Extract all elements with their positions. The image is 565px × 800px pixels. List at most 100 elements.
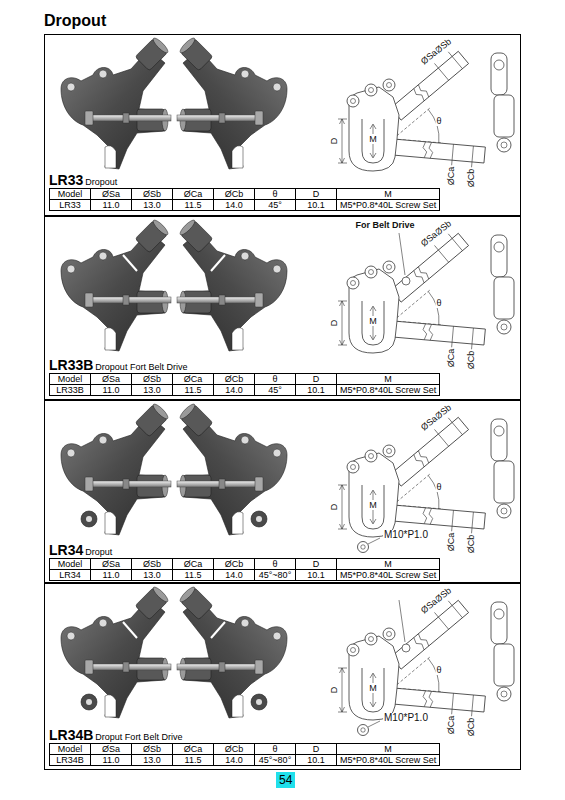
lug-hole bbox=[241, 70, 249, 78]
lug-hole bbox=[387, 632, 392, 637]
table-cell: 14.0 bbox=[214, 385, 255, 396]
adjust-screw bbox=[91, 297, 171, 303]
dimension-label: ØCb bbox=[466, 717, 476, 738]
side-plate bbox=[494, 95, 514, 137]
product-panel: LR34BDroput Fort Belt DriveØSbØSaθDMØCaØ… bbox=[44, 583, 521, 770]
leader-line bbox=[368, 538, 380, 544]
derailleur-hanger bbox=[81, 694, 97, 710]
side-hole bbox=[501, 508, 507, 514]
table-cell: M bbox=[337, 374, 440, 385]
table-cell: D bbox=[296, 559, 337, 570]
table-cell: 10.1 bbox=[296, 385, 337, 396]
dimension-line bbox=[342, 668, 343, 712]
hanger-thread bbox=[358, 725, 369, 736]
adjust-screw bbox=[91, 664, 171, 670]
dimension-line bbox=[342, 301, 343, 345]
dimension-label: ØCb bbox=[466, 534, 476, 555]
table-cell: M bbox=[337, 559, 440, 570]
lug bbox=[365, 84, 377, 96]
axle-slot bbox=[232, 695, 243, 717]
stay-tube bbox=[392, 505, 485, 529]
axle-slot bbox=[232, 328, 243, 350]
dimension-label: θ bbox=[435, 482, 442, 492]
dimension-label: ØCb bbox=[466, 350, 476, 371]
dropout-render-right bbox=[177, 585, 287, 718]
dimension-label: θ bbox=[435, 665, 442, 675]
socket-end bbox=[178, 402, 196, 420]
side-plate bbox=[494, 277, 514, 319]
socket-end bbox=[151, 585, 169, 603]
lug bbox=[347, 461, 359, 473]
lug-hole bbox=[351, 465, 356, 470]
side-plate bbox=[491, 419, 507, 461]
leader-line bbox=[368, 721, 380, 727]
model-number: LR33 bbox=[49, 172, 83, 188]
angle-arc bbox=[428, 291, 439, 325]
table-cell: 11.5 bbox=[173, 200, 214, 211]
dimension-line bbox=[471, 328, 473, 352]
seat-stay-socket bbox=[178, 36, 213, 71]
table-cell: 14.0 bbox=[214, 570, 255, 581]
leader-line bbox=[399, 600, 405, 642]
lug-hole bbox=[67, 632, 75, 640]
side-view bbox=[491, 235, 514, 334]
break-line bbox=[422, 508, 433, 525]
dimension-label: M10*P1.0 bbox=[383, 713, 429, 723]
table-cell: 11.5 bbox=[173, 385, 214, 396]
spec-table: ModelØSaØSbØCaØCbθDMLR34B11.013.011.514.… bbox=[49, 743, 440, 766]
side-boss bbox=[497, 687, 511, 701]
lug-hole bbox=[99, 436, 107, 444]
table-cell: LR33 bbox=[50, 200, 91, 211]
spec-table: ModelØSaØSbØCaØCbθDMLR3311.013.011.514.0… bbox=[49, 188, 440, 211]
dropout-render-left bbox=[61, 585, 171, 718]
seat-stay bbox=[387, 47, 469, 120]
angle-arc bbox=[428, 658, 439, 692]
adjust-screw bbox=[177, 664, 257, 670]
seat-stay-socket bbox=[135, 402, 170, 437]
adjust-screw bbox=[91, 115, 171, 121]
side-view bbox=[491, 419, 514, 518]
lug-hole bbox=[99, 252, 107, 260]
stay-tube bbox=[392, 321, 485, 345]
hanger-hole bbox=[256, 516, 262, 522]
dimension-line bbox=[451, 326, 453, 350]
product-panel: LR34DroputØSbØSaθDMØCaØCbM10*P1.0ModelØS… bbox=[44, 400, 521, 583]
lug bbox=[365, 450, 377, 462]
table-cell: M5*P0.8*40L Screw Set bbox=[337, 385, 440, 396]
table-row: LR3411.013.011.514.045°~80°10.1M5*P0.8*4… bbox=[50, 570, 440, 581]
arrow-head bbox=[340, 119, 345, 163]
table-cell: LR34 bbox=[50, 570, 91, 581]
table-cell: ØSb bbox=[132, 189, 173, 200]
table-row: LR33B11.013.011.514.045°10.1M5*P0.8*40L … bbox=[50, 385, 440, 396]
table-cell: 11.0 bbox=[91, 385, 132, 396]
screw-head bbox=[255, 477, 263, 491]
hanger-thread bbox=[358, 542, 369, 553]
seat-stay-socket bbox=[135, 36, 170, 71]
callout-note: For Belt Drive bbox=[354, 220, 415, 230]
side-hole bbox=[501, 691, 507, 697]
dimension-label: M bbox=[368, 500, 378, 510]
socket-end bbox=[178, 36, 196, 54]
lug bbox=[383, 445, 395, 457]
table-cell: D bbox=[296, 189, 337, 200]
lug-hole bbox=[387, 265, 392, 270]
belt-split bbox=[211, 622, 225, 638]
table-cell: ØCa bbox=[173, 374, 214, 385]
belt-split-bolt bbox=[402, 644, 410, 652]
table-cell: 45°~80° bbox=[255, 755, 296, 766]
screw-head bbox=[85, 660, 93, 674]
screw-head bbox=[255, 660, 263, 674]
lug bbox=[365, 266, 377, 278]
page-number: 54 bbox=[279, 773, 292, 787]
dropout-render-left bbox=[61, 36, 171, 169]
dimension-label: ØCa bbox=[446, 166, 456, 187]
dropout-render-right bbox=[177, 402, 287, 535]
side-plate bbox=[491, 53, 507, 95]
hanger-hole bbox=[256, 699, 262, 705]
nut bbox=[219, 295, 225, 305]
lug-hole bbox=[273, 632, 281, 640]
dimension-line bbox=[434, 245, 448, 262]
lug-hole bbox=[67, 265, 75, 273]
axle-slot bbox=[362, 668, 384, 712]
lug-hole bbox=[369, 454, 374, 459]
